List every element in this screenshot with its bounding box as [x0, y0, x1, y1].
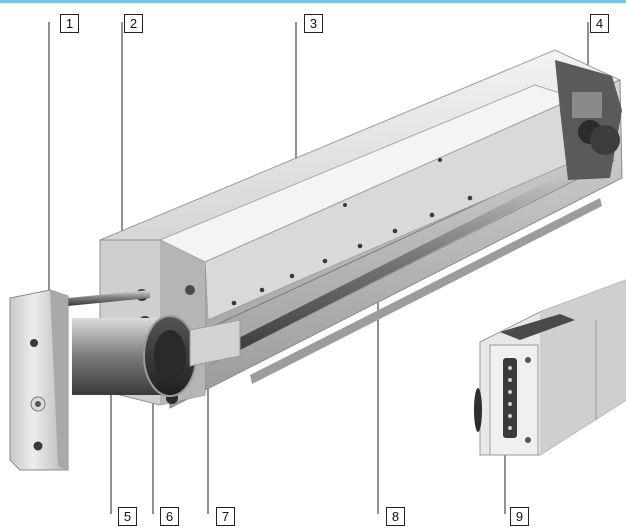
callout-5: 5	[118, 507, 137, 526]
guide-rod	[68, 290, 150, 306]
front-plate	[9, 289, 69, 471]
callout-7: 7	[216, 507, 235, 526]
callout-3: 3	[304, 14, 323, 33]
callout-6: 6	[160, 507, 179, 526]
callout-9: 9	[510, 507, 529, 526]
piston-sleeve	[189, 319, 241, 367]
inset-end-view	[474, 279, 626, 456]
callout-2: 2	[124, 14, 143, 33]
top-accent-bar	[0, 0, 626, 3]
callout-4: 4	[590, 14, 609, 33]
rear-cover-cutaway	[555, 60, 622, 180]
callout-8: 8	[386, 507, 405, 526]
callout-1: 1	[60, 14, 79, 33]
piston-rod	[72, 315, 197, 397]
